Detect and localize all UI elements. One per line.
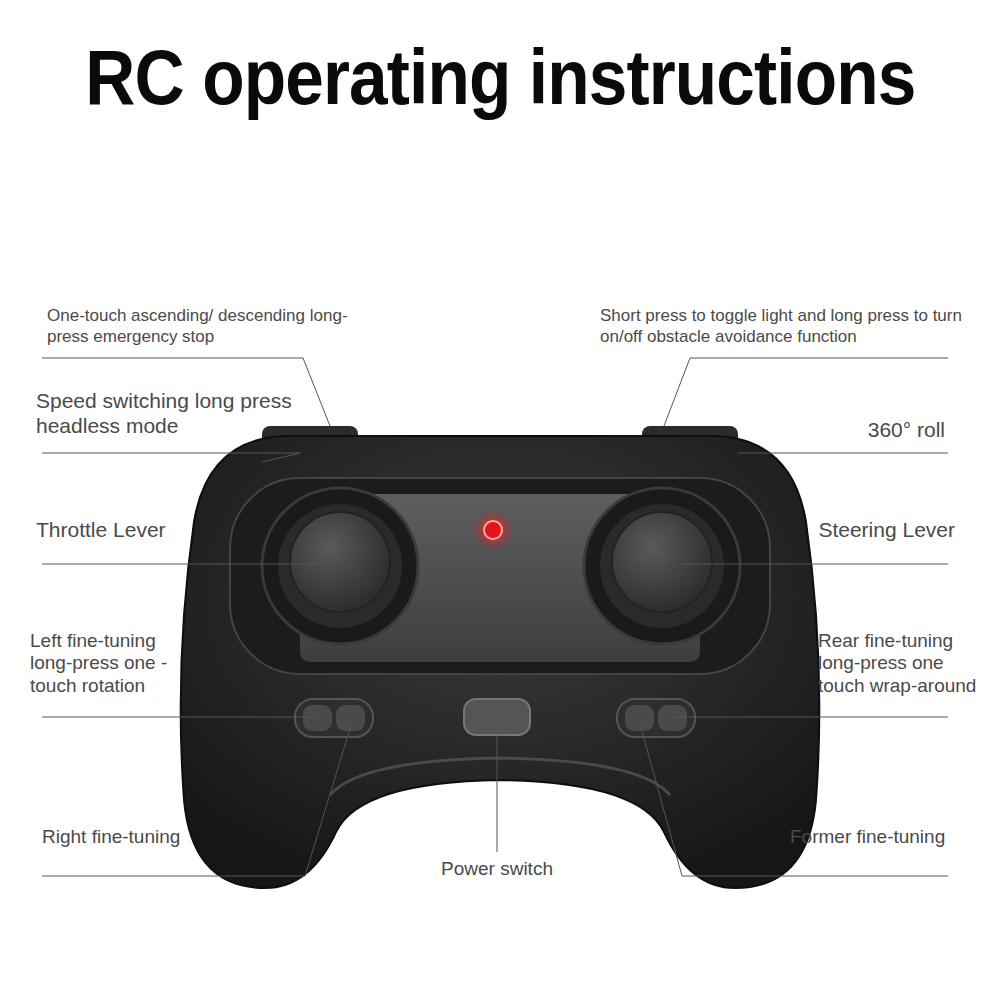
callout-label: 360° roll xyxy=(868,417,945,442)
title-block: RC operating instructions xyxy=(0,38,1000,116)
callout-label: Power switch xyxy=(441,858,553,881)
stick-well xyxy=(262,488,418,644)
leader-line xyxy=(664,358,948,426)
led xyxy=(484,521,502,539)
leader-line xyxy=(42,564,322,565)
callout-label: Steering Lever xyxy=(818,517,955,542)
leader-line xyxy=(497,735,498,852)
trim-key xyxy=(658,705,687,731)
leader-line xyxy=(738,453,948,454)
body-ridge xyxy=(330,758,670,795)
callout-label: Former fine-tuning xyxy=(790,826,945,849)
leader-line xyxy=(672,717,948,718)
callout-label: Throttle Lever xyxy=(36,517,166,542)
leader-line xyxy=(640,724,948,876)
leader-line xyxy=(42,722,352,876)
callout-label: Short press to toggle light and long pre… xyxy=(600,306,962,347)
trim-button xyxy=(295,699,373,737)
stick-ring xyxy=(600,504,724,628)
stick-ring xyxy=(278,504,402,628)
trim-key xyxy=(625,705,654,731)
controller-body xyxy=(181,436,820,888)
leader-line xyxy=(42,453,300,462)
steering-stick xyxy=(612,512,712,612)
led-glow xyxy=(473,510,513,550)
trim-button xyxy=(617,699,695,737)
panel-frame xyxy=(230,478,770,674)
callout-label: Left fine-tuning long-press one -touch r… xyxy=(30,630,200,698)
leader-line xyxy=(682,564,948,565)
callout-label: Rear fine-tuning long-press one touch wr… xyxy=(818,630,992,698)
power-switch xyxy=(464,699,530,735)
callout-label: One-touch ascending/ descending long-pre… xyxy=(47,306,357,347)
throttle-stick xyxy=(290,512,390,612)
callout-label: Right fine-tuning xyxy=(42,826,180,849)
trim-key xyxy=(303,705,332,731)
callout-label: Speed switching long press headless mode xyxy=(36,388,316,438)
title: RC operating instructions xyxy=(85,38,915,116)
stick-well xyxy=(584,488,740,644)
leader-line xyxy=(42,717,318,718)
